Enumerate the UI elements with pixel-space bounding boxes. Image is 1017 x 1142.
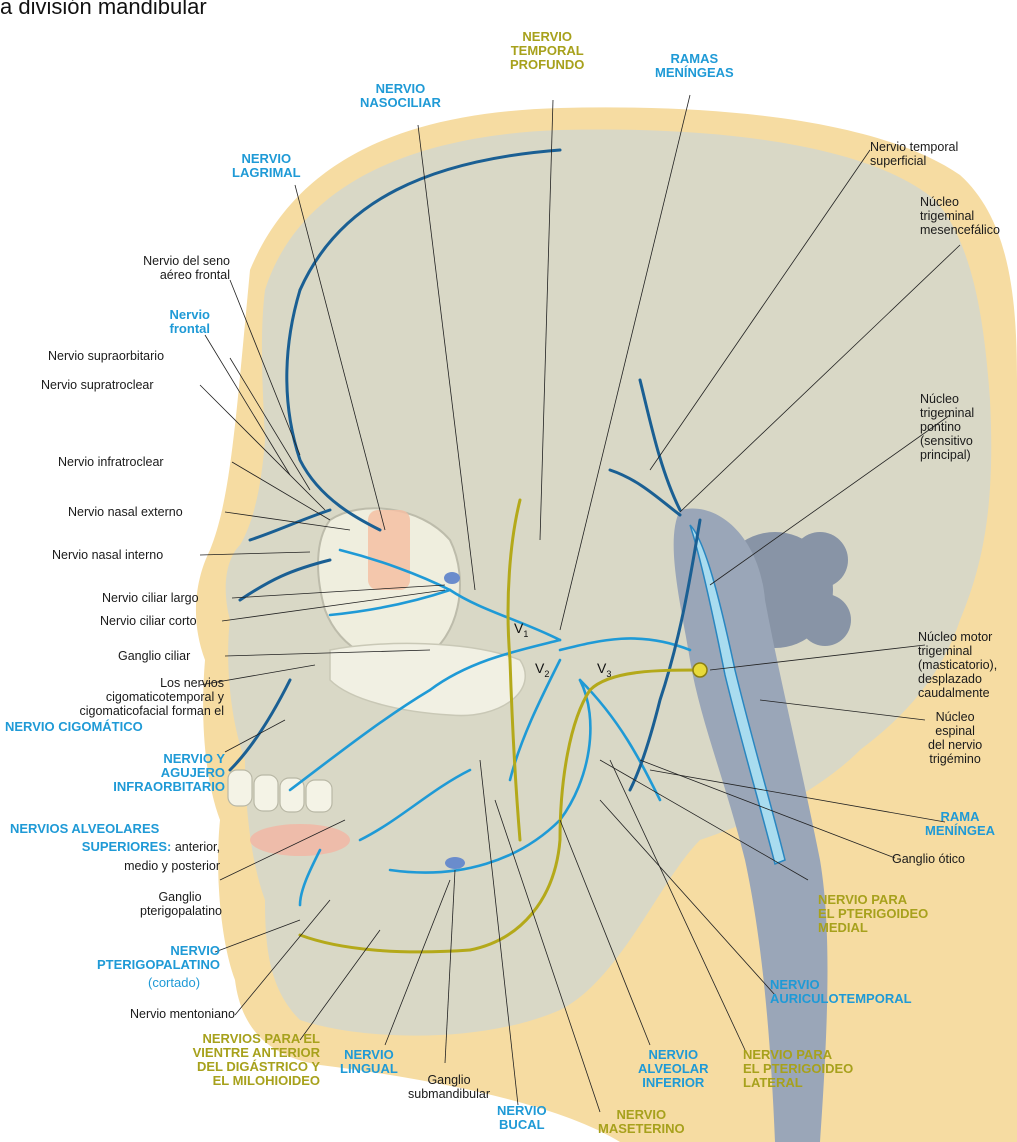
alveolares-rest: anterior,	[171, 840, 220, 854]
ciliary-ganglion	[444, 572, 460, 584]
label-frontal: Nervio frontal	[120, 308, 210, 336]
label-supraorbitario: Nervio supraorbitario	[48, 349, 164, 363]
v3-label: V3	[597, 660, 611, 679]
label-vientre-digastrico: NERVIOS PARA EL VIENTRE ANTERIOR DEL DIG…	[150, 1032, 320, 1088]
label-nasal-externo: Nervio nasal externo	[68, 505, 183, 519]
label-alveolares-superiores-1: NERVIOS ALVEOLARES	[10, 822, 159, 836]
label-temporal-superficial: Nervio temporal superficial	[870, 140, 958, 168]
label-nasal-interno: Nervio nasal interno	[52, 548, 163, 562]
label-nucleo-pontino: Núcleo trigeminal pontino (sensitivo pri…	[920, 392, 974, 462]
label-nucleo-motor: Núcleo motor trigeminal (masticatorio), …	[918, 630, 997, 700]
label-lingual: NERVIO LINGUAL	[340, 1048, 398, 1076]
label-alveolar-inferior: NERVIO ALVEOLAR INFERIOR	[638, 1048, 709, 1090]
label-bucal: NERVIO BUCAL	[497, 1104, 547, 1132]
label-nucleo-espinal: Núcleo espinal del nervio trigémino	[928, 710, 982, 766]
label-lagrimal: NERVIO LAGRIMAL	[232, 152, 301, 180]
label-pterigopalatino: NERVIO PTERIGOPALATINO	[40, 944, 220, 972]
motor-nucleus	[693, 663, 707, 677]
gum-area	[250, 824, 350, 856]
label-ganglio-pterigopalatino: Ganglio pterigopalatino	[140, 890, 220, 918]
label-pterigoideo-lateral: NERVIO PARA EL PTERIGOIDEO LATERAL	[743, 1048, 853, 1090]
v1-label: V1	[514, 620, 528, 639]
label-nucleo-mesencefalico: Núcleo trigeminal mesencefálico	[920, 195, 1000, 237]
label-infraorbitario: NERVIO Y AGUJERO INFRAORBITARIO	[70, 752, 225, 794]
label-rama-meningea: RAMA MENÍNGEA	[925, 810, 995, 838]
label-ciliar-largo: Nervio ciliar largo	[102, 591, 199, 605]
label-alveolares-superiores-3: medio y posterior	[20, 859, 220, 873]
label-mentoniano: Nervio mentoniano	[130, 1007, 235, 1021]
label-ganglio-ciliar: Ganglio ciliar	[118, 649, 190, 663]
label-cortado: (cortado)	[148, 976, 200, 990]
label-maseterino: NERVIO MASETERINO	[598, 1108, 685, 1136]
v2-label: V2	[535, 660, 549, 679]
label-seno-frontal: Nervio del seno aéreo frontal	[70, 254, 230, 282]
label-ganglio-otico: Ganglio ótico	[892, 852, 965, 866]
label-pterigoideo-medial: NERVIO PARA EL PTERIGOIDEO MEDIAL	[818, 893, 928, 935]
submandibular-ganglion	[445, 857, 465, 869]
label-nervios-cigomaticos: Los nervios cigomaticotemporal y cigomat…	[4, 676, 224, 718]
alveolares-bold: SUPERIORES:	[82, 839, 172, 854]
label-ciliar-corto: Nervio ciliar corto	[100, 614, 197, 628]
label-supratroclear: Nervio supratroclear	[41, 378, 154, 392]
label-auriculotemporal: NERVIO AURICULOTEMPORAL	[770, 978, 912, 1006]
label-alveolares-superiores-2: SUPERIORES: anterior,	[20, 840, 220, 854]
label-nervio-cigomatico: NERVIO CIGOMÁTICO	[5, 720, 143, 734]
nasal-area	[368, 510, 410, 590]
label-ramas-meningeas: RAMAS MENÍNGEAS	[655, 52, 734, 80]
label-infratroclear: Nervio infratroclear	[58, 455, 164, 469]
label-ganglio-submandibular: Ganglio submandibular	[408, 1073, 490, 1101]
label-nasociliar: NERVIO NASOCILIAR	[360, 82, 441, 110]
label-temporal-profundo: NERVIO TEMPORAL PROFUNDO	[510, 30, 584, 72]
